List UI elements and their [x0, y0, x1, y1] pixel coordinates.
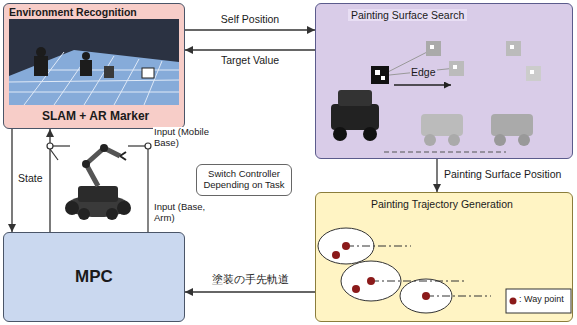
node-subtitle: SLAM + AR Marker	[42, 110, 149, 124]
edge-annotation: Edge	[410, 66, 437, 78]
node-title: Environment Recognition	[9, 6, 137, 18]
flow-arrow	[185, 29, 315, 30]
switch-box: Switch Controller Depending on Task	[196, 164, 292, 196]
search-box: Painting Surface Search	[315, 3, 573, 159]
input-label: Input (Base, Arm)	[153, 202, 219, 224]
edge-label: Self Position	[220, 13, 280, 25]
edge-label: Target Value	[220, 54, 280, 66]
legend-text: : Way point	[518, 294, 565, 304]
edge-label: State	[17, 172, 44, 184]
edge-label: Painting Surface Position	[443, 168, 562, 180]
edge-label: 塗装の手先軌道	[211, 273, 290, 285]
flow-arrow	[436, 159, 437, 192]
flow-arrow	[11, 129, 12, 232]
node-title: MPC	[8, 267, 180, 287]
node-title: Painting Trajectory Generation	[371, 198, 513, 210]
node-title: Painting Surface Search	[348, 9, 467, 21]
input-label: Input (Mobile Base)	[153, 127, 219, 149]
flow-arrow	[185, 291, 315, 292]
flow-arrow	[185, 49, 315, 50]
node-title: Switch Controller Depending on Task	[201, 169, 287, 191]
legend-sample	[510, 298, 517, 305]
surface-search-illustration	[316, 4, 574, 160]
recognition-box: Environment RecognitionSLAM + AR Marker	[3, 3, 185, 129]
mpc-box: MPC	[3, 232, 185, 322]
